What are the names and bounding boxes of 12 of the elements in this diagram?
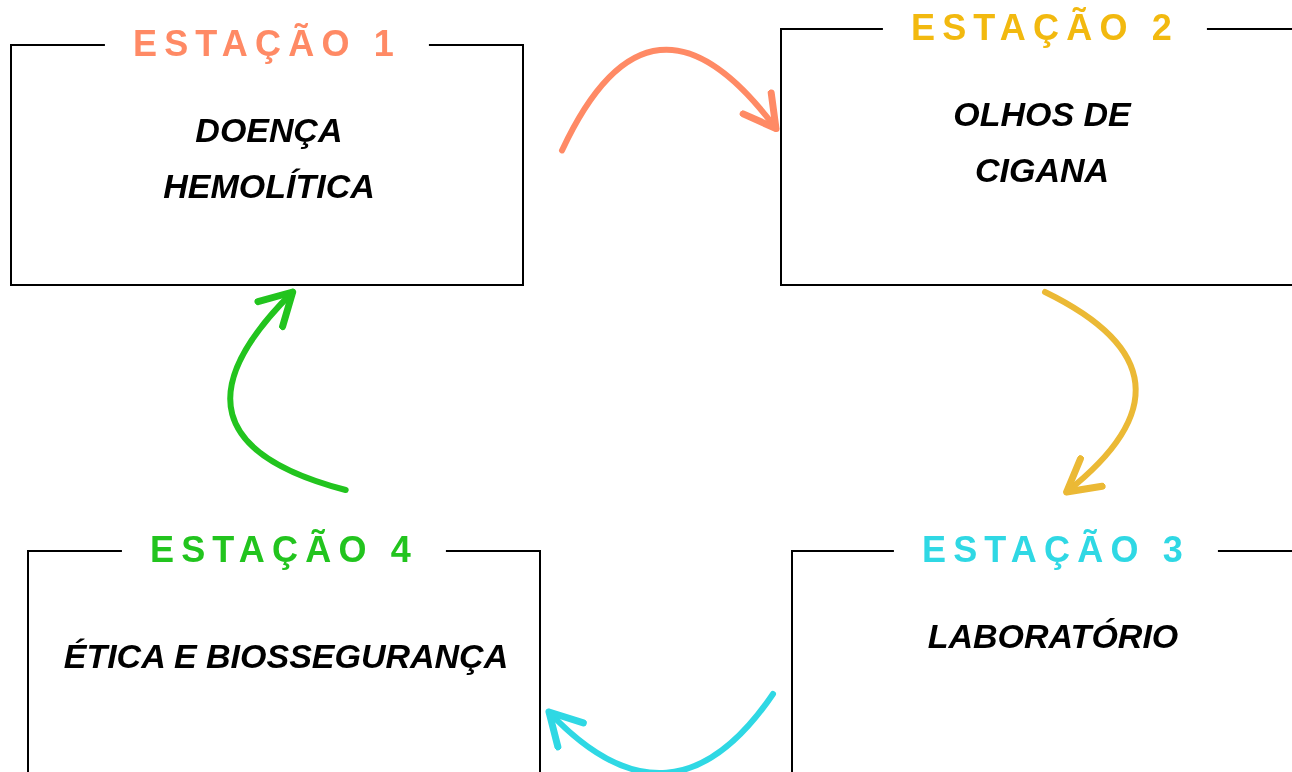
station-heading: ESTAÇÃO 3	[893, 530, 1219, 570]
curved-arrow	[545, 691, 776, 772]
station-heading: ESTAÇÃO 1	[104, 24, 430, 64]
station-heading: ESTAÇÃO 2	[882, 8, 1208, 48]
station-heading: ESTAÇÃO 4	[121, 530, 447, 570]
curved-arrow	[559, 47, 780, 154]
curved-arrow	[227, 288, 349, 493]
station-topic: OLHOS DE CIGANA	[952, 94, 1133, 191]
curved-arrow	[1042, 289, 1139, 496]
station-topic: LABORATÓRIO	[926, 616, 1180, 657]
station-topic: DOENÇA HEMOLÍTICA	[162, 110, 376, 207]
station-topic: ÉTICA E BIOSSEGURANÇA	[62, 636, 510, 677]
